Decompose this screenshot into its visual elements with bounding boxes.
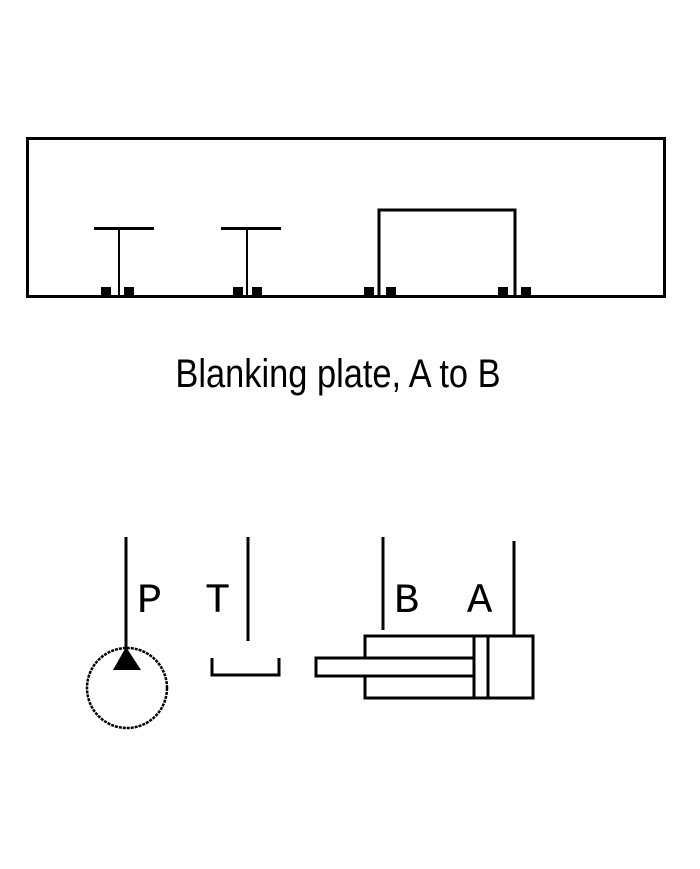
plug-p-icon <box>94 227 154 296</box>
port-label-t: T <box>205 577 231 625</box>
plug-t-icon <box>221 227 281 296</box>
tank-icon <box>210 537 281 677</box>
pump-icon <box>85 537 169 730</box>
port-label-b: B <box>394 577 420 625</box>
diagram-caption: Blanking plate, A to B <box>175 352 501 396</box>
plate-outline <box>26 137 666 298</box>
port-label-a: A <box>467 577 493 625</box>
a-to-b-connection-icon <box>364 208 531 296</box>
port-label-p: P <box>137 577 163 625</box>
blanking-plate-symbol <box>26 137 666 298</box>
cylinder-icon <box>314 537 535 700</box>
